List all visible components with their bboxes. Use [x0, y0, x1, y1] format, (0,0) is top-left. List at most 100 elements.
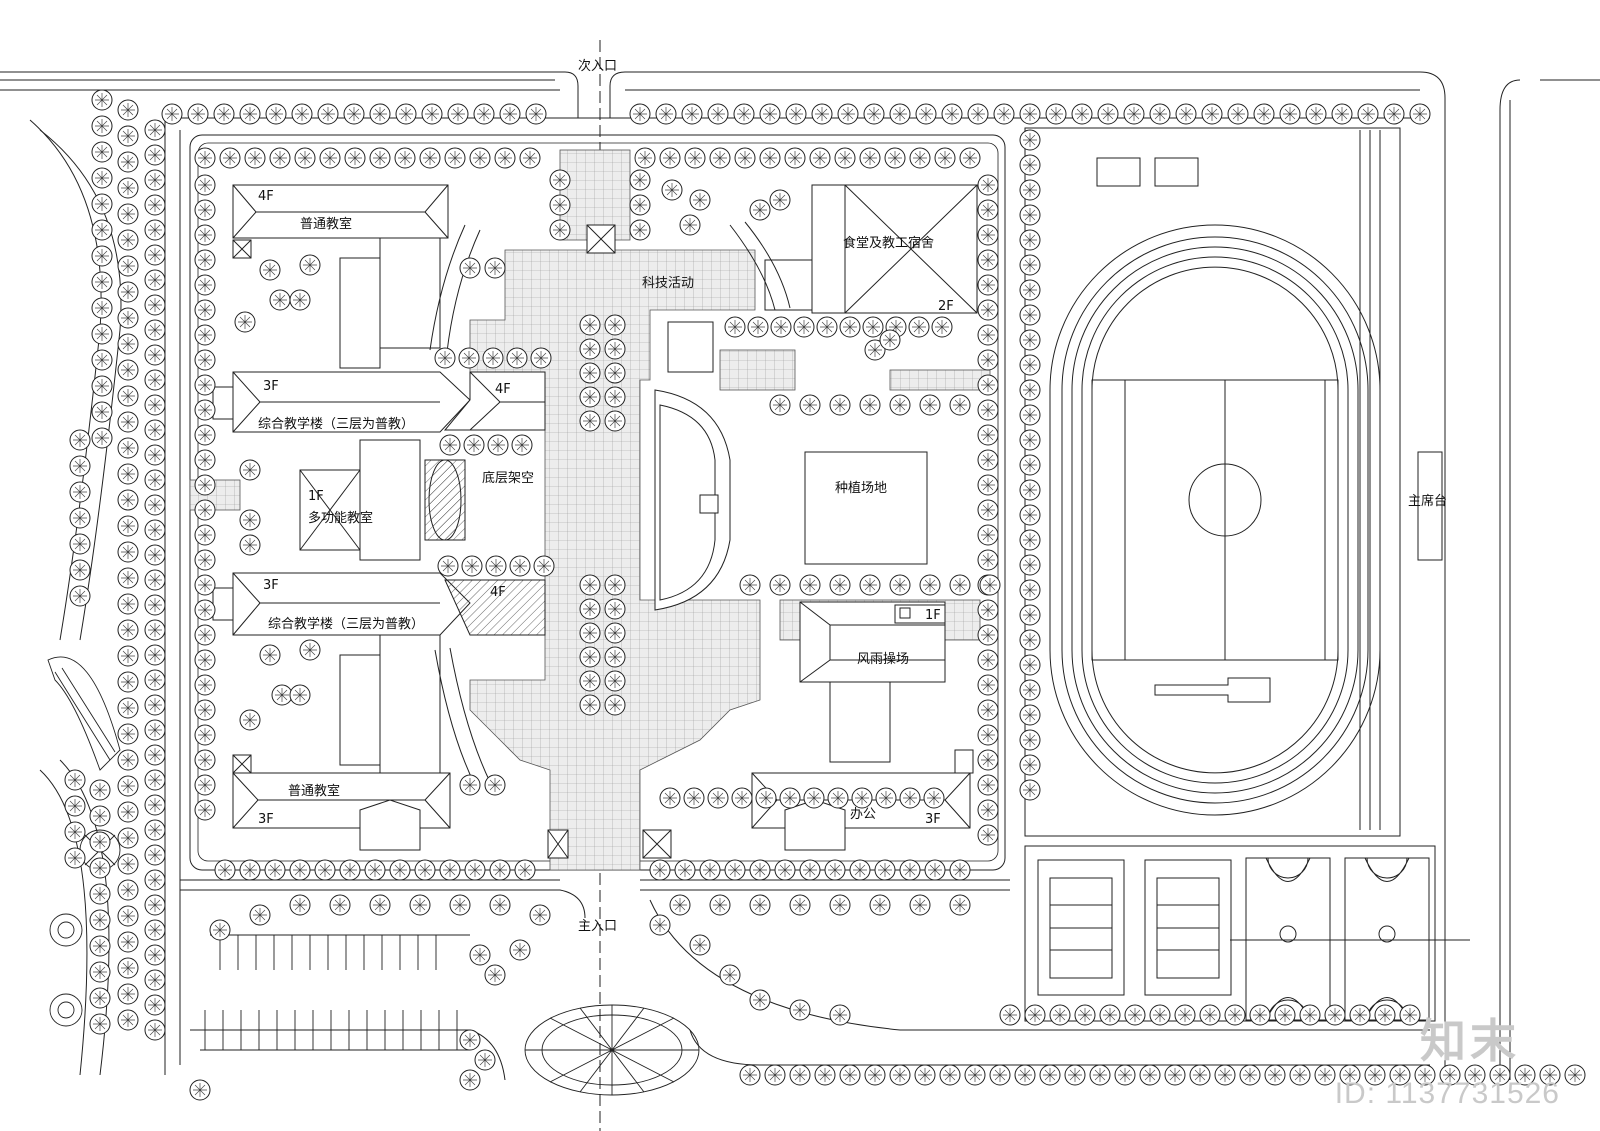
tree-branches — [303, 643, 317, 657]
tree-branches — [323, 151, 337, 165]
label-teaching-1-wing-floor: 4F — [495, 382, 511, 397]
tree-branches — [774, 320, 788, 334]
tree-branches — [93, 861, 107, 875]
tree-branches — [148, 173, 162, 187]
tree-branches — [793, 1068, 807, 1082]
tree-branches — [751, 320, 765, 334]
tree-branches — [981, 178, 995, 192]
tree-branches — [981, 453, 995, 467]
tree-branches — [121, 259, 135, 273]
tree-branches — [121, 779, 135, 793]
tree-branches — [148, 1023, 162, 1037]
tree-branches — [193, 1083, 207, 1097]
tree-branches — [919, 107, 933, 121]
tree-branches — [878, 863, 892, 877]
tree-branches — [1023, 683, 1037, 697]
tree-branches — [583, 674, 597, 688]
tree-branches — [828, 863, 842, 877]
tree-branches — [981, 378, 995, 392]
tree-branches — [913, 151, 927, 165]
tree-branches — [488, 968, 502, 982]
tree-branches — [1468, 1068, 1482, 1082]
tree-branches — [148, 148, 162, 162]
tree-branches — [945, 107, 959, 121]
tree-branches — [95, 327, 109, 341]
tree-branches — [981, 703, 995, 717]
courts — [1024, 845, 1470, 1022]
tree-branches — [318, 863, 332, 877]
tree-branches — [903, 863, 917, 877]
tree-branches — [121, 285, 135, 299]
tree-branches — [121, 909, 135, 923]
tree-branches — [831, 791, 845, 805]
tree-branches — [198, 428, 212, 442]
tree-branches — [425, 107, 439, 121]
tree-branches — [912, 320, 926, 334]
tree-branches — [275, 688, 289, 702]
tree-branches — [773, 193, 787, 207]
tree-branches — [1023, 258, 1037, 272]
tree-branches — [93, 887, 107, 901]
tree-branches — [883, 333, 897, 347]
tree-branches — [1023, 633, 1037, 647]
tree-branches — [663, 151, 677, 165]
trees — [64, 89, 1586, 1101]
tree-branches — [198, 778, 212, 792]
tree-branches — [491, 438, 505, 452]
tree-branches — [148, 373, 162, 387]
tree-branches — [608, 390, 622, 404]
tree-branches — [981, 478, 995, 492]
tree-branches — [95, 223, 109, 237]
tree-branches — [121, 103, 135, 117]
tree-branches — [293, 898, 307, 912]
tree-branches — [1023, 658, 1037, 672]
tree-branches — [198, 478, 212, 492]
tree-branches — [1118, 1068, 1132, 1082]
tree-branches — [217, 107, 231, 121]
tree-branches — [1243, 1068, 1257, 1082]
tree-branches — [583, 366, 597, 380]
tree-branches — [1101, 107, 1115, 121]
tree-branches — [121, 519, 135, 533]
tree-branches — [238, 315, 252, 329]
tree-branches — [981, 803, 995, 817]
tree-branches — [723, 968, 737, 982]
tree-branches — [807, 791, 821, 805]
tree-branches — [1328, 1008, 1342, 1022]
tree-branches — [1218, 1068, 1232, 1082]
tree-branches — [633, 173, 647, 187]
tree-branches — [703, 863, 717, 877]
tree-branches — [493, 898, 507, 912]
tree-branches — [1443, 1068, 1457, 1082]
tree-branches — [393, 863, 407, 877]
tree-branches — [583, 698, 597, 712]
tree-branches — [148, 273, 162, 287]
label-teaching-2-wing-floor: 4F — [490, 585, 506, 600]
tree-branches — [1023, 733, 1037, 747]
tree-branches — [783, 791, 797, 805]
tree-branches — [833, 578, 847, 592]
tree-branches — [68, 825, 82, 839]
tree-branches — [981, 428, 995, 442]
tree-branches — [583, 318, 597, 332]
label-secondary-entrance: 次入口 — [578, 58, 617, 74]
tree-branches — [121, 701, 135, 715]
tree-branches — [148, 498, 162, 512]
tree-branches — [486, 351, 500, 365]
tree-branches — [148, 573, 162, 587]
tree-branches — [503, 107, 517, 121]
tree-branches — [121, 675, 135, 689]
watermark-id: ID: 1137731526 — [1334, 1077, 1560, 1110]
tree-branches — [1378, 1008, 1392, 1022]
tree-branches — [95, 275, 109, 289]
tree-branches — [923, 578, 937, 592]
tree-branches — [95, 171, 109, 185]
tree-branches — [198, 353, 212, 367]
tree-branches — [121, 961, 135, 975]
tree-branches — [1127, 107, 1141, 121]
tree-branches — [148, 848, 162, 862]
tree-branches — [868, 343, 882, 357]
tree-branches — [981, 528, 995, 542]
tree-branches — [121, 831, 135, 845]
tree-branches — [263, 263, 277, 277]
